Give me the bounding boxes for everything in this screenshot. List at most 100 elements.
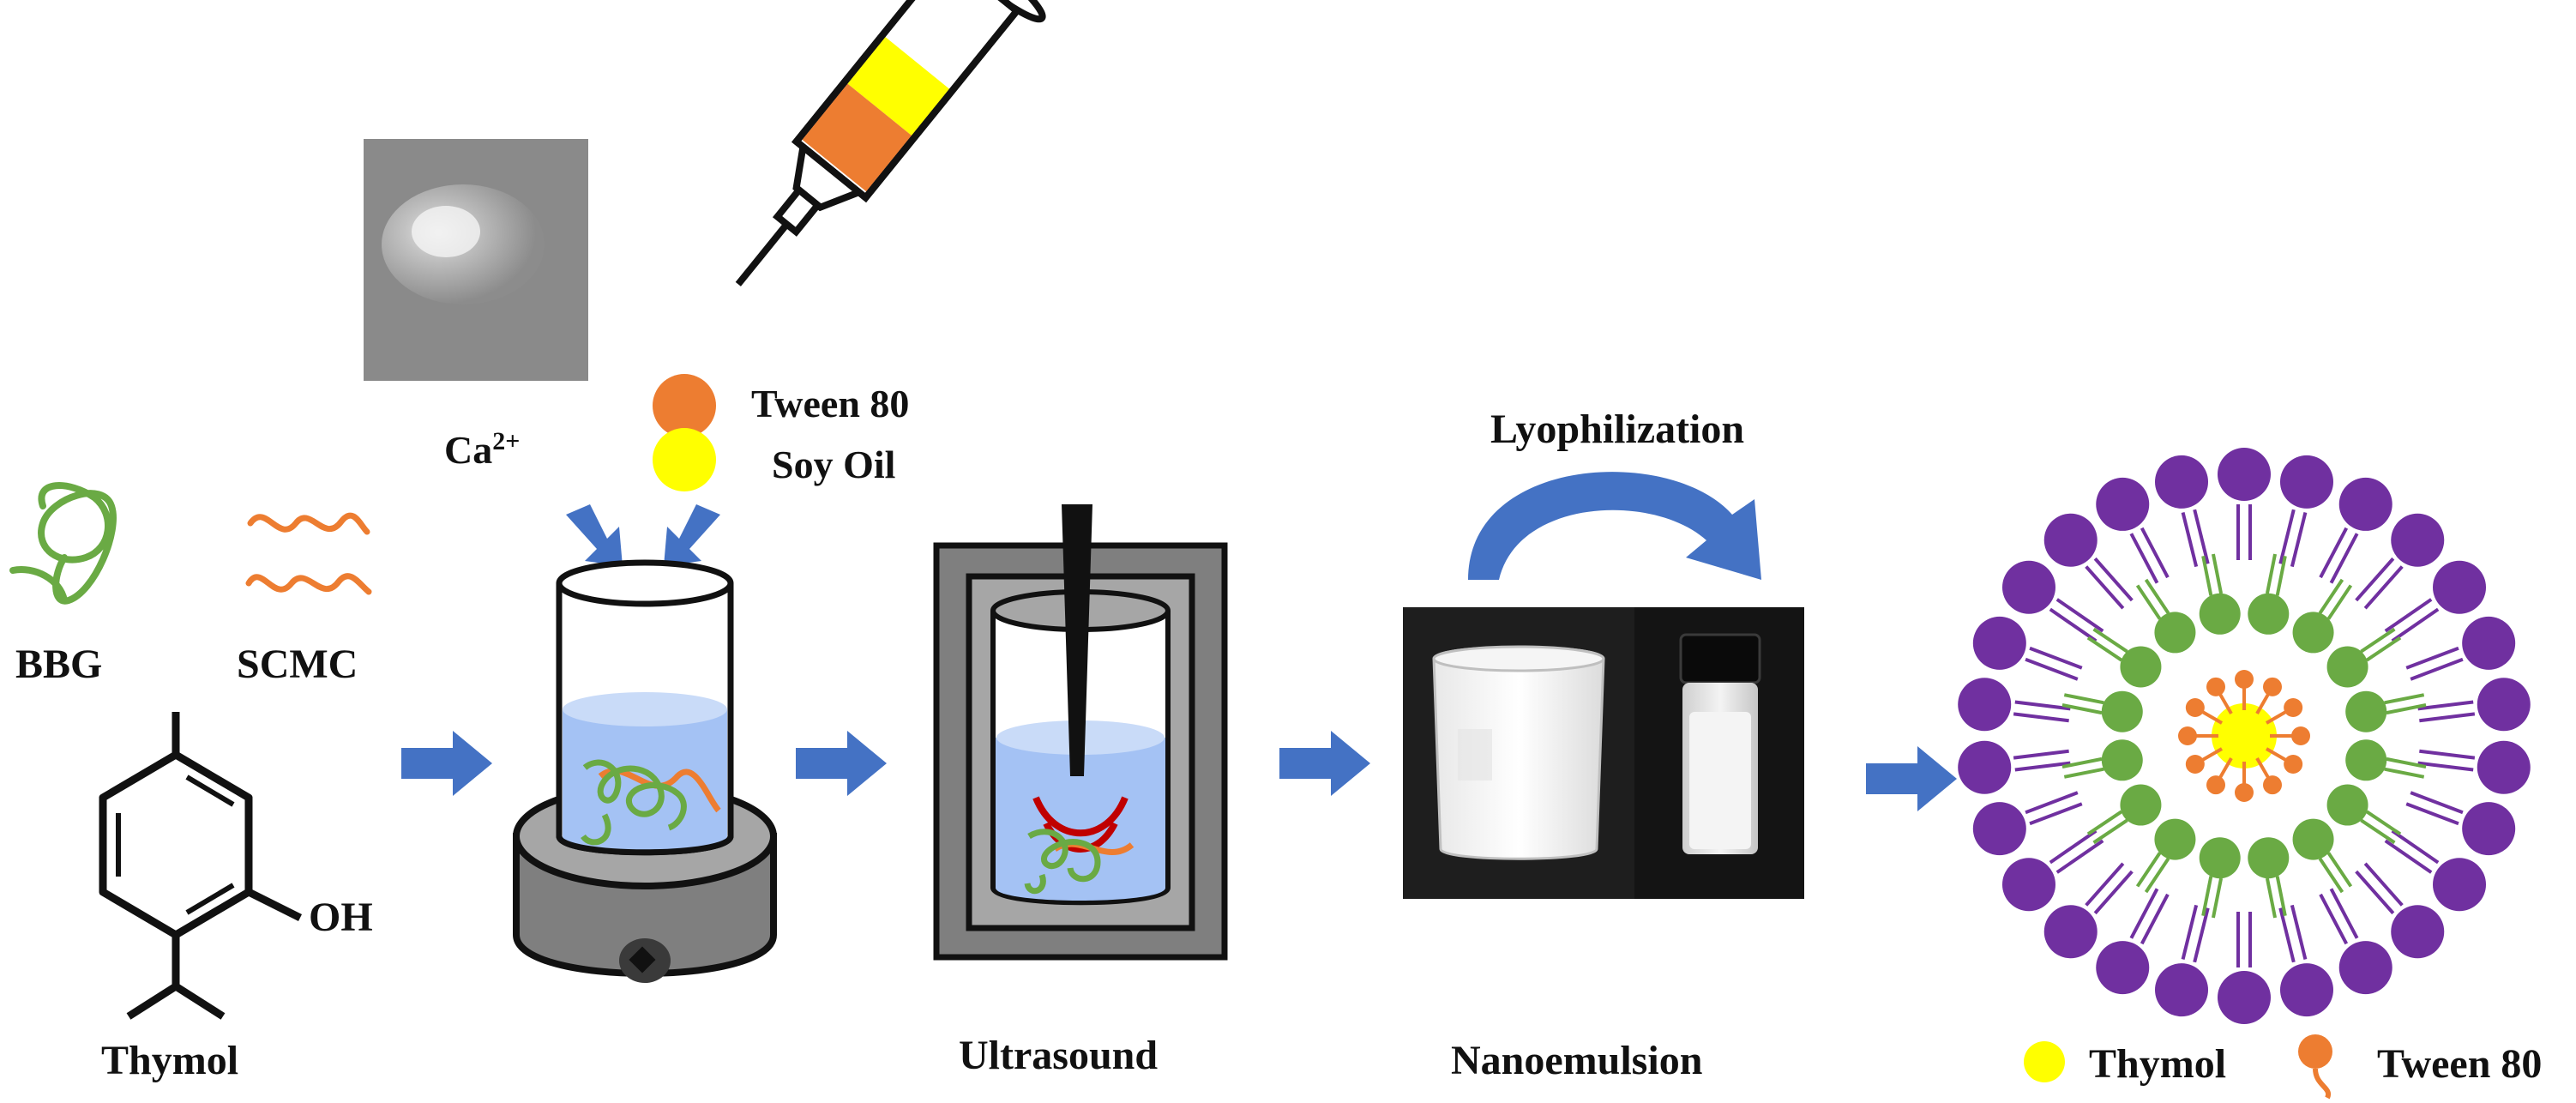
tween80-head [2185, 698, 2205, 717]
green-head [2292, 818, 2334, 860]
green-head [2154, 818, 2196, 860]
purple-tail [2384, 598, 2433, 633]
green-tail [2365, 636, 2402, 662]
purple-head [2462, 802, 2516, 856]
purple-head [2338, 477, 2392, 531]
green-tail [2144, 857, 2170, 894]
purple-tail [2410, 657, 2464, 681]
green-head [2199, 837, 2241, 879]
green-head [2101, 739, 2143, 781]
purple-tail [2129, 888, 2159, 939]
green-tail [2086, 810, 2123, 836]
purple-tail [2193, 509, 2210, 564]
green-tail [2061, 702, 2103, 715]
stirrer-beaker [513, 559, 777, 983]
purple-head [1958, 678, 2012, 732]
purple-head [2001, 858, 2055, 912]
green-tail [2386, 756, 2427, 769]
curved-arrow-icon [1468, 472, 1761, 580]
green-head [2248, 593, 2290, 635]
green-tail [2063, 693, 2104, 705]
purple-tail [2278, 907, 2296, 963]
legend-tween80-label: Tween 80 [2377, 1041, 2542, 1087]
purple-tail [2319, 893, 2349, 945]
purple-head [1972, 616, 2026, 670]
green-tail [2386, 702, 2427, 715]
right-arrow-icon [401, 731, 1957, 811]
purple-head [1958, 740, 2012, 794]
green-tail [2135, 852, 2162, 888]
green-tail [2365, 810, 2402, 836]
purple-tail [2419, 749, 2476, 760]
bbg-strand-icon [9, 482, 117, 605]
green-head [2326, 784, 2368, 826]
purple-tail [2419, 712, 2476, 723]
purple-tail [2029, 646, 2083, 670]
purple-tail [2319, 527, 2349, 579]
purple-tail [2055, 839, 2104, 874]
green-head [2326, 646, 2368, 688]
tween80-tail [2255, 756, 2271, 781]
tween80-tail [2218, 691, 2233, 715]
legend-tween80-icon [2298, 1034, 2332, 1100]
purple-tail [2029, 802, 2083, 826]
tween80-tail [2200, 747, 2224, 762]
purple-tail [2085, 862, 2125, 907]
purple-tail [2290, 904, 2308, 960]
scmc-label: SCMC [237, 642, 358, 687]
purple-tail [2025, 791, 2079, 815]
purple-head [2218, 448, 2271, 501]
green-tail [2201, 876, 2213, 917]
tween80-head [2284, 755, 2303, 774]
purple-tail [2140, 893, 2170, 945]
tween80-tail [2255, 691, 2271, 715]
nanoemulsion-beaker-photo [1403, 607, 1634, 899]
legend-thymol-dot [2024, 1041, 2065, 1082]
green-tail [2360, 818, 2396, 845]
purple-tail [2014, 700, 2071, 711]
purple-head [2001, 560, 2055, 614]
purple-head [2155, 455, 2209, 509]
scmc-strand-icon [245, 512, 372, 595]
purple-head [2338, 941, 2392, 995]
purple-tail [2384, 839, 2433, 874]
tween80-head [2284, 698, 2303, 717]
green-head [2345, 690, 2387, 732]
green-tail [2092, 818, 2128, 845]
tween80-head [2291, 726, 2310, 745]
purple-head [2462, 616, 2516, 670]
tween80-head [2235, 670, 2254, 689]
purple-head [2155, 963, 2209, 1017]
tween80-head [2185, 755, 2205, 774]
purple-tail [2391, 607, 2440, 642]
purple-tail [2129, 533, 2159, 584]
purple-tail [2013, 749, 2069, 760]
green-tail [2135, 584, 2162, 620]
purple-head [2043, 513, 2098, 567]
tween80-tail [2265, 709, 2289, 725]
legend-thymol-label: Thymol [2089, 1041, 2226, 1087]
purple-tail [2049, 607, 2098, 642]
tween80-head [2263, 677, 2282, 696]
oh-label: OH [309, 895, 373, 940]
tween80-head [2178, 726, 2197, 745]
green-tail [2061, 756, 2103, 769]
green-head [2292, 612, 2334, 654]
purple-tail [2013, 712, 2069, 723]
thymol-core [2212, 703, 2277, 768]
purple-head [2477, 740, 2531, 794]
tween80-head [2235, 783, 2254, 802]
purple-head [2477, 678, 2531, 732]
purple-tail [2014, 761, 2071, 772]
calcium-powder-photo [364, 139, 588, 381]
purple-tail [2363, 565, 2404, 610]
green-tail [2326, 584, 2353, 620]
purple-tail [2363, 862, 2404, 907]
soy-oil-label: Soy Oil [772, 443, 895, 486]
purple-tail [2329, 533, 2359, 584]
purple-tail [2140, 527, 2170, 579]
green-tail [2144, 578, 2170, 615]
purple-head [2218, 971, 2271, 1024]
purple-tail [2405, 646, 2459, 670]
